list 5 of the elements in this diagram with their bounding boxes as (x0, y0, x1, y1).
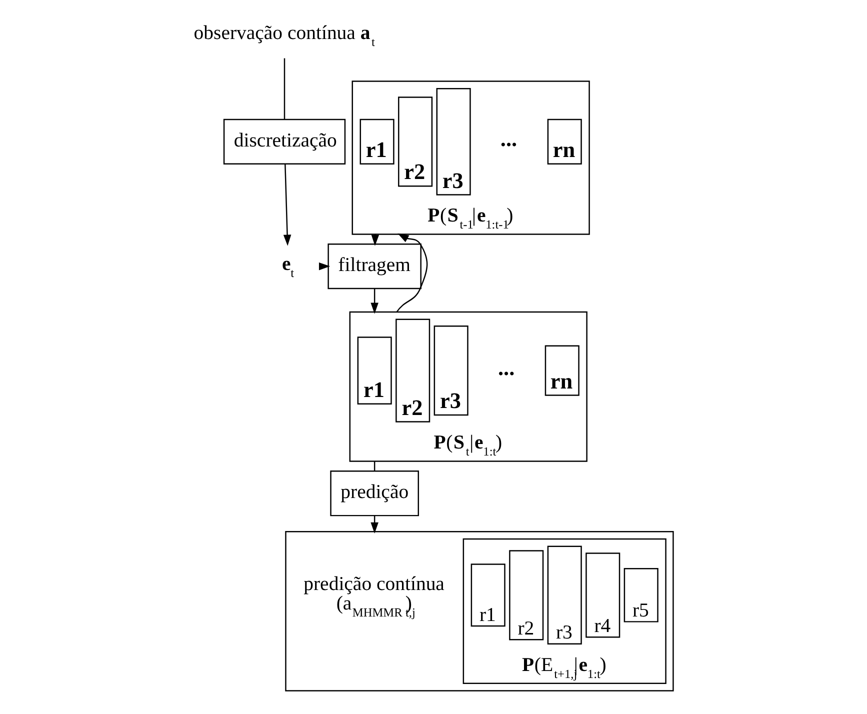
label: ... (500, 126, 518, 151)
node-text: observação contínua a$_{t}$ (194, 22, 375, 50)
label: ... (498, 354, 515, 380)
node-text: e$_{t}$ (282, 252, 294, 280)
node-text: predição contínua (a$_{MHMMR t,j}$) (304, 572, 444, 620)
